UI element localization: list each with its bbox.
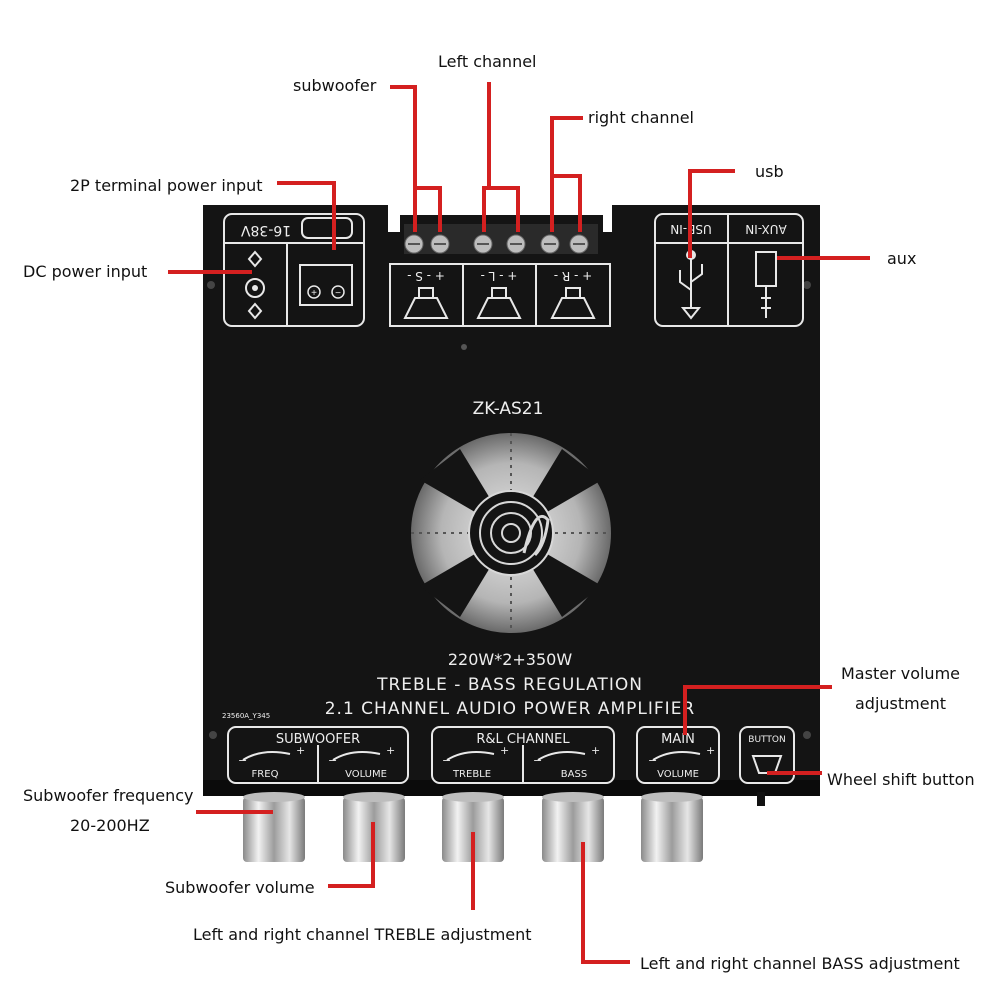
svg-text:−: − <box>648 754 657 767</box>
board-subtitle-1: TREBLE - BASS REGULATION <box>376 675 643 695</box>
speaker-terminals: + - S - + - L - + - R - <box>389 224 611 327</box>
heatsink-fan <box>411 433 611 633</box>
callout-lines <box>168 82 870 964</box>
callout-left-channel: Left channel <box>438 52 537 71</box>
callout-wheel-shift: Wheel shift button <box>827 770 975 789</box>
main-volume-label: VOLUME <box>657 769 699 780</box>
aux-in-label: AUX-IN <box>745 222 786 236</box>
callout-master-volume-2: adjustment <box>855 694 946 713</box>
svg-text:+: + <box>706 744 715 757</box>
svg-text:+: + <box>500 744 509 757</box>
callout-right-channel: right channel <box>588 108 694 127</box>
callout-usb: usb <box>755 162 784 181</box>
svg-text:−: − <box>335 288 341 299</box>
sub-volume-label: VOLUME <box>345 769 387 780</box>
terminal-r-label: + - R - <box>554 269 593 283</box>
callout-dc-power: DC power input <box>23 262 148 281</box>
terminal-s-label: + - S - <box>407 269 445 283</box>
callout-sub-freq-2: 20-200HZ <box>70 816 150 835</box>
pcb-code: 23560A_Y345 <box>222 712 270 720</box>
terminal-block-icon: + − <box>299 264 353 306</box>
main-group-title: MAIN <box>661 732 695 747</box>
callout-aux: aux <box>887 249 917 268</box>
callout-master-volume-1: Master volume <box>841 664 960 683</box>
rl-group-title: R&L CHANNEL <box>476 732 570 747</box>
treble-label: TREBLE <box>452 769 491 780</box>
svg-text:−: − <box>238 754 247 767</box>
svg-text:+: + <box>296 744 305 757</box>
callout-sub-volume: Subwoofer volume <box>165 878 315 897</box>
svg-text:+: + <box>386 744 395 757</box>
bass-label: BASS <box>561 769 587 780</box>
voltage-label: 16-38V <box>240 222 291 238</box>
dc-jack-icon <box>245 250 265 320</box>
svg-text:−: − <box>533 754 542 767</box>
svg-text:−: − <box>442 754 451 767</box>
board-subtitle-2: 2.1 CHANNEL AUDIO POWER AMPLIFIER <box>325 699 696 719</box>
control-label-text: SUBWOOFER FREQ VOLUME R&L CHANNEL TREBLE… <box>238 732 786 780</box>
logo-icon <box>522 514 550 557</box>
sub-freq-knob[interactable] <box>243 792 305 862</box>
model-label: ZK-AS21 <box>473 399 544 419</box>
knobs <box>243 792 765 862</box>
button-label: BUTTON <box>748 735 785 745</box>
callout-treble: Left and right channel TREBLE adjustment <box>193 925 532 944</box>
speaker-icon <box>550 287 596 319</box>
svg-text:+: + <box>591 744 600 757</box>
power-panel: + − 16-38V <box>223 213 365 327</box>
callout-subwoofer: subwoofer <box>293 76 377 95</box>
aux-jack-icon <box>755 251 777 318</box>
freq-label: FREQ <box>252 769 279 780</box>
svg-text:+: + <box>311 288 317 299</box>
power-rating: 220W*2+350W <box>448 650 572 669</box>
terminal-l-label: + - L - <box>481 269 518 283</box>
callout-bass: Left and right channel BASS adjustment <box>640 954 960 973</box>
speaker-icon <box>403 287 449 319</box>
speaker-icon <box>476 287 522 319</box>
callout-sub-freq-1: Subwoofer frequency <box>23 786 194 805</box>
treble-knob[interactable] <box>442 792 504 862</box>
wheel-shift-switch[interactable] <box>757 792 765 806</box>
callout-2p-power: 2P terminal power input <box>70 176 263 195</box>
master-volume-knob[interactable] <box>641 792 703 862</box>
svg-text:−: − <box>328 754 337 767</box>
input-panel: USB-IN AUX-IN <box>654 213 804 327</box>
bass-knob[interactable] <box>542 792 604 862</box>
subwoofer-group-title: SUBWOOFER <box>276 732 360 747</box>
